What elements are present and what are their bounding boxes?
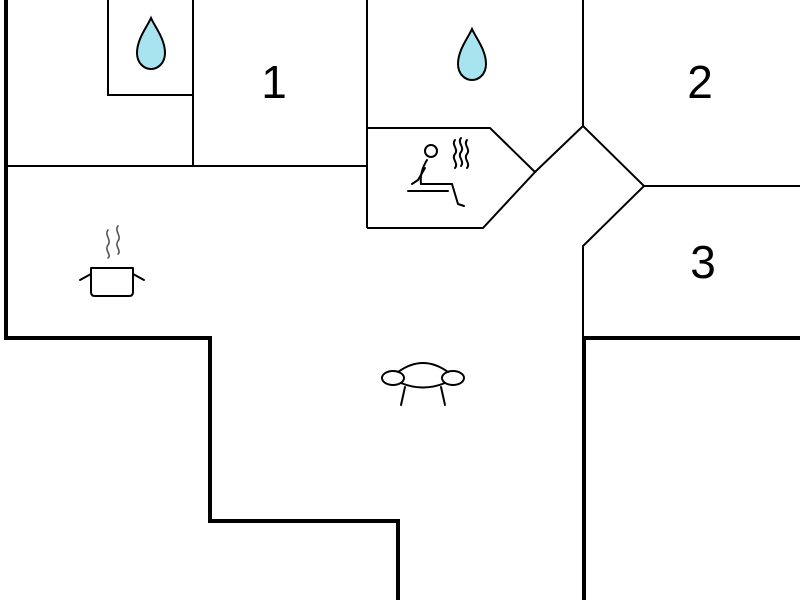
wall-bathroom-left (107, 0, 193, 96)
room-number-3: 3 (690, 236, 716, 288)
water-drop-icon (456, 26, 488, 82)
water-drop-icon (135, 15, 167, 71)
room-number-2: 2 (687, 56, 713, 108)
wall-diagonal-upper (534, 125, 584, 173)
exterior-wall-right (582, 336, 800, 600)
sofa-icon (381, 362, 465, 406)
cooking-pot-icon (79, 225, 145, 297)
sauna-icon (407, 137, 470, 207)
interior-walls (6, 0, 800, 338)
exterior-wall-left (4, 0, 400, 600)
exterior-walls (4, 0, 800, 600)
wall-room3-left (582, 185, 645, 338)
wall-sauna (367, 127, 537, 229)
room-number-1: 1 (261, 56, 287, 108)
wall-room2-bottom (582, 125, 800, 187)
